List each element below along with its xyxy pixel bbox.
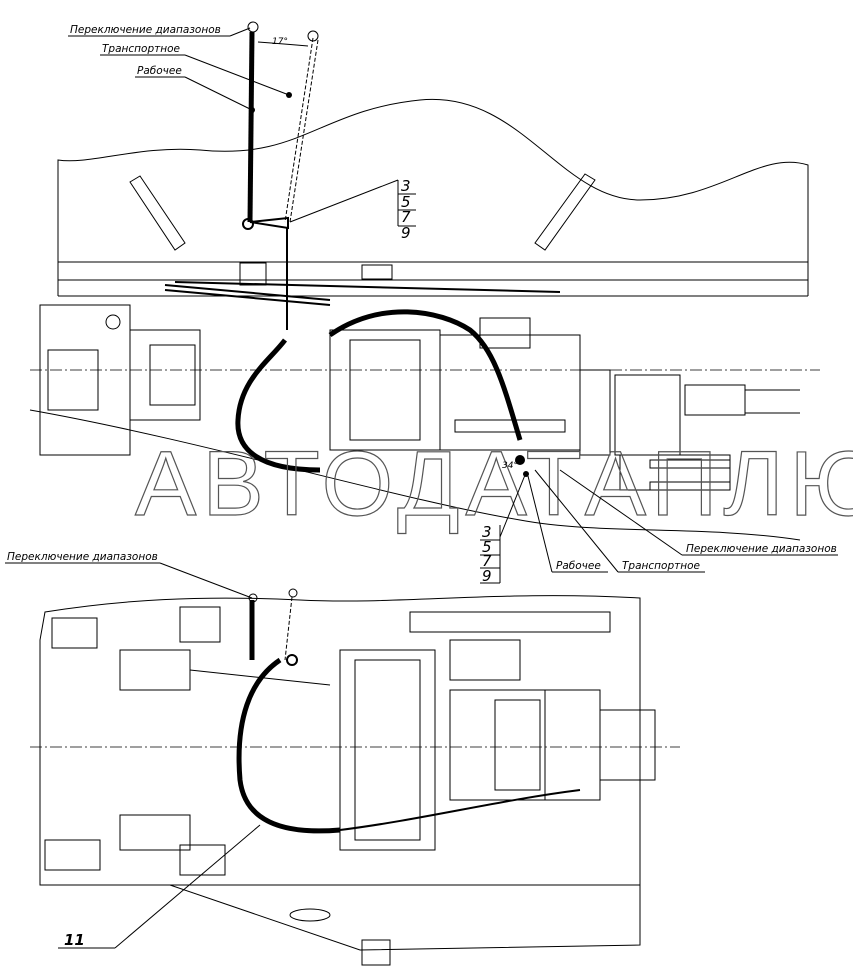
position-7: 7 [401,208,411,226]
mid-position-7: 7 [482,552,492,570]
top-view-outline [57,98,809,306]
watermark: АВТОДАТАПЛЮС [135,433,853,535]
range-lever [242,21,319,330]
angle-17: 17° [272,37,288,47]
position-3: 3 [401,177,411,195]
angle-34: 34° [502,461,518,471]
middle-leaders [480,469,838,584]
bottom-leaders [5,562,261,949]
top-leaders [68,27,416,227]
side-view-machinery [29,304,820,541]
label-working-top: Рабочее [137,65,182,77]
mid-position-3: 3 [482,523,492,541]
label-working-mid: Рабочее [556,560,601,572]
label-range-switch-bottom: Переключение диапазонов [7,551,158,563]
position-9: 9 [401,224,411,242]
label-range-switch-top: Переключение диапазонов [70,24,221,36]
mid-position-9: 9 [482,567,492,585]
label-transport-mid: Транспортное [622,560,700,572]
label-range-switch-mid: Переключение диапазонов [686,543,837,555]
label-transport-top: Транспортное [102,43,180,55]
mid-position-5: 5 [482,538,492,556]
item-number-11: 11 [64,931,85,949]
position-5: 5 [401,193,411,211]
bottom-view-outline [30,588,680,966]
